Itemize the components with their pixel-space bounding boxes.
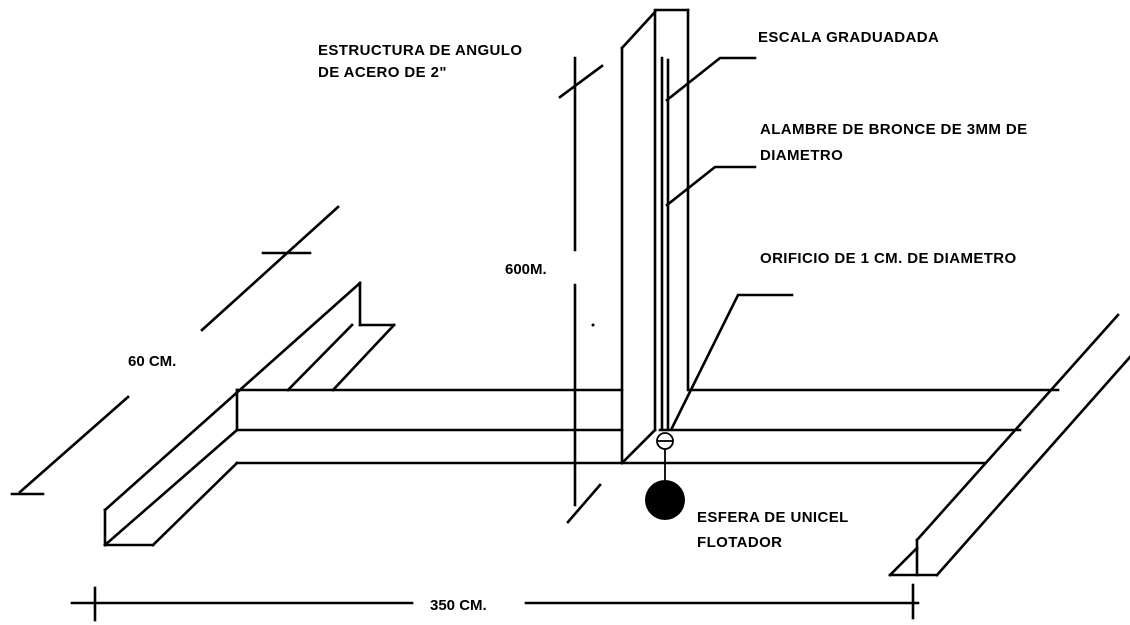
label-esfera-line2: FLOTADOR (697, 534, 782, 551)
label-alambre-line1: ALAMBRE DE BRONCE DE 3MM DE (760, 121, 1027, 138)
graduated-scale (660, 56, 670, 430)
height-tick-top (558, 64, 604, 99)
right-channel-flange-edge (888, 546, 919, 577)
base-beam (235, 388, 1060, 465)
left-channel-hidden-2 (331, 323, 396, 392)
post-top-bevel (620, 10, 657, 50)
leader-alambre (665, 165, 757, 207)
label-esfera-line1: ESFERA DE UNICEL (697, 509, 849, 526)
height-dot (591, 323, 595, 327)
right-channel-inner-edge (935, 355, 1130, 577)
depth-dimension (10, 205, 340, 496)
left-channel-hidden-1 (286, 323, 354, 392)
height-tick-bottom (566, 483, 602, 524)
label-height-dimension: 600M. (505, 261, 547, 278)
float-sphere (645, 480, 685, 520)
left-channel-bottom-inner (151, 461, 239, 547)
label-estructura-line2: DE ACERO DE 2" (318, 64, 447, 81)
label-estructura-line1: ESTRUCTURA DE ANGULO (318, 42, 522, 59)
label-orificio: ORIFICIO DE 1 CM. DE DIAMETRO (760, 250, 1017, 267)
left-angle-channel (103, 281, 396, 547)
depth-dim-upper (200, 205, 340, 332)
left-channel-inner-edge (103, 428, 239, 547)
label-depth-dimension: 60 CM. (128, 353, 176, 370)
right-angle-channel (888, 313, 1130, 577)
vertical-post (620, 8, 690, 465)
depth-dim-lower (18, 395, 130, 494)
leader-orificio (670, 293, 794, 430)
right-channel-outer-edge (915, 313, 1120, 542)
leader-lines (665, 56, 794, 430)
width-dimension (70, 583, 920, 622)
height-dimension (558, 56, 604, 524)
left-channel-top-edge (103, 281, 362, 512)
post-bottom-bevel (620, 428, 657, 465)
leader-escala (665, 56, 757, 102)
label-alambre-line2: DIAMETRO (760, 147, 843, 164)
label-width-dimension: 350 CM. (430, 597, 487, 614)
label-escala: ESCALA GRADUADADA (758, 29, 939, 46)
float-orifice (656, 432, 674, 450)
